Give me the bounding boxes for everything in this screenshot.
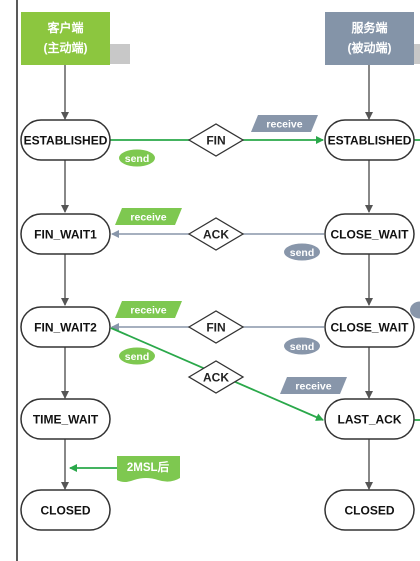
receive-tag-shape xyxy=(115,208,182,225)
tag-receive-client-2: receive xyxy=(115,208,182,225)
server-state-established: ESTABLISHED xyxy=(324,119,415,161)
client-header-shadow xyxy=(108,44,130,64)
receive-tag-text: receive xyxy=(130,212,166,224)
state-label: ESTABLISHED xyxy=(328,134,412,148)
client-state-closed: CLOSED xyxy=(20,489,111,531)
server-state-last-ack: LAST_ACK xyxy=(324,398,415,440)
send-tag-text: send xyxy=(125,153,150,165)
state-pill xyxy=(20,213,111,255)
server-subtitle: (被动端) xyxy=(348,40,392,55)
state-pill xyxy=(324,398,415,440)
state-pill xyxy=(324,306,415,348)
tag-send-server-3: send xyxy=(284,337,320,355)
state-label: LAST_ACK xyxy=(337,413,401,427)
state-label: CLOSED xyxy=(40,504,90,518)
message-fin-1: FIN xyxy=(110,123,324,157)
tag-receive-client-3: receive xyxy=(115,301,182,318)
receive-tag-shape xyxy=(251,115,318,132)
ack2-diamond xyxy=(187,360,245,394)
timer-label: 2MSL后 xyxy=(127,460,170,474)
server-header-box xyxy=(325,12,414,65)
ack2-label: ACK xyxy=(203,371,229,385)
send-tag-text: send xyxy=(125,351,150,363)
fin2-label: FIN xyxy=(206,321,225,335)
client-state-established: ESTABLISHED xyxy=(20,119,111,161)
state-pill xyxy=(20,489,111,531)
client-state-fin-wait2: FIN_WAIT2 xyxy=(20,306,111,348)
fin1-label: FIN xyxy=(206,134,225,148)
tag-send-client-4: send xyxy=(119,347,155,365)
tag-receive-server-1: receive xyxy=(251,115,318,132)
state-pill xyxy=(20,119,111,161)
state-pill xyxy=(324,213,415,255)
server-header: 服务端 (被动端) xyxy=(325,12,420,65)
state-pill xyxy=(324,489,415,531)
send-tag-text: send xyxy=(290,341,315,353)
server-state-close-wait-2: CLOSE_WAIT xyxy=(324,306,415,348)
receive-tag-text: receive xyxy=(130,305,166,317)
fin2-diamond xyxy=(187,310,245,344)
send-tag-text: send xyxy=(290,247,315,259)
server-title: 服务端 xyxy=(351,20,387,35)
message-fin-2: FIN xyxy=(111,310,324,344)
state-pill xyxy=(20,306,111,348)
timer-flag xyxy=(117,456,180,482)
tag-send-client-1: send xyxy=(119,149,155,167)
client-subtitle: (主动端) xyxy=(44,40,88,55)
tag-send-server-2: send xyxy=(284,243,320,261)
client-header-box xyxy=(21,12,110,65)
state-label: FIN_WAIT1 xyxy=(34,228,97,242)
server-states: ESTABLISHED CLOSE_WAIT CLOSE_WAIT LAST_A… xyxy=(324,119,415,531)
receive-tag-text: receive xyxy=(266,119,302,131)
ack1-label: ACK xyxy=(203,228,229,242)
client-title: 客户端 xyxy=(46,20,83,35)
message-ack-1: ACK xyxy=(111,217,324,251)
send-tag-shape xyxy=(119,149,155,167)
state-label: CLOSED xyxy=(344,504,394,518)
receive-tag-shape xyxy=(115,301,182,318)
state-pill xyxy=(324,119,415,161)
client-state-time-wait: TIME_WAIT xyxy=(20,398,111,440)
state-label: CLOSE_WAIT xyxy=(330,321,409,335)
server-state-closed: CLOSED xyxy=(324,489,415,531)
tag-send-server-cut xyxy=(410,301,420,319)
state-pill xyxy=(20,398,111,440)
send-tag-shape xyxy=(119,347,155,365)
client-header: 客户端 (主动端) xyxy=(21,12,130,65)
state-label: TIME_WAIT xyxy=(33,413,99,427)
state-label: CLOSE_WAIT xyxy=(330,228,409,242)
receive-tag-shape xyxy=(280,377,347,394)
client-state-fin-wait1: FIN_WAIT1 xyxy=(20,213,111,255)
receive-tag-text: receive xyxy=(295,381,331,393)
state-label: ESTABLISHED xyxy=(24,134,108,148)
ack1-diamond xyxy=(187,217,245,251)
state-label: FIN_WAIT2 xyxy=(34,321,97,335)
server-state-close-wait-1: CLOSE_WAIT xyxy=(324,213,415,255)
message-ack-2: ACK xyxy=(110,327,324,421)
timer-marker: 2MSL后 xyxy=(69,456,180,482)
client-states: ESTABLISHED FIN_WAIT1 FIN_WAIT2 TIME_WAI… xyxy=(20,119,111,531)
send-tag-shape xyxy=(284,243,320,261)
fin1-diamond xyxy=(187,123,245,157)
tag-receive-server-4: receive xyxy=(280,377,347,394)
send-tag-shape xyxy=(284,337,320,355)
